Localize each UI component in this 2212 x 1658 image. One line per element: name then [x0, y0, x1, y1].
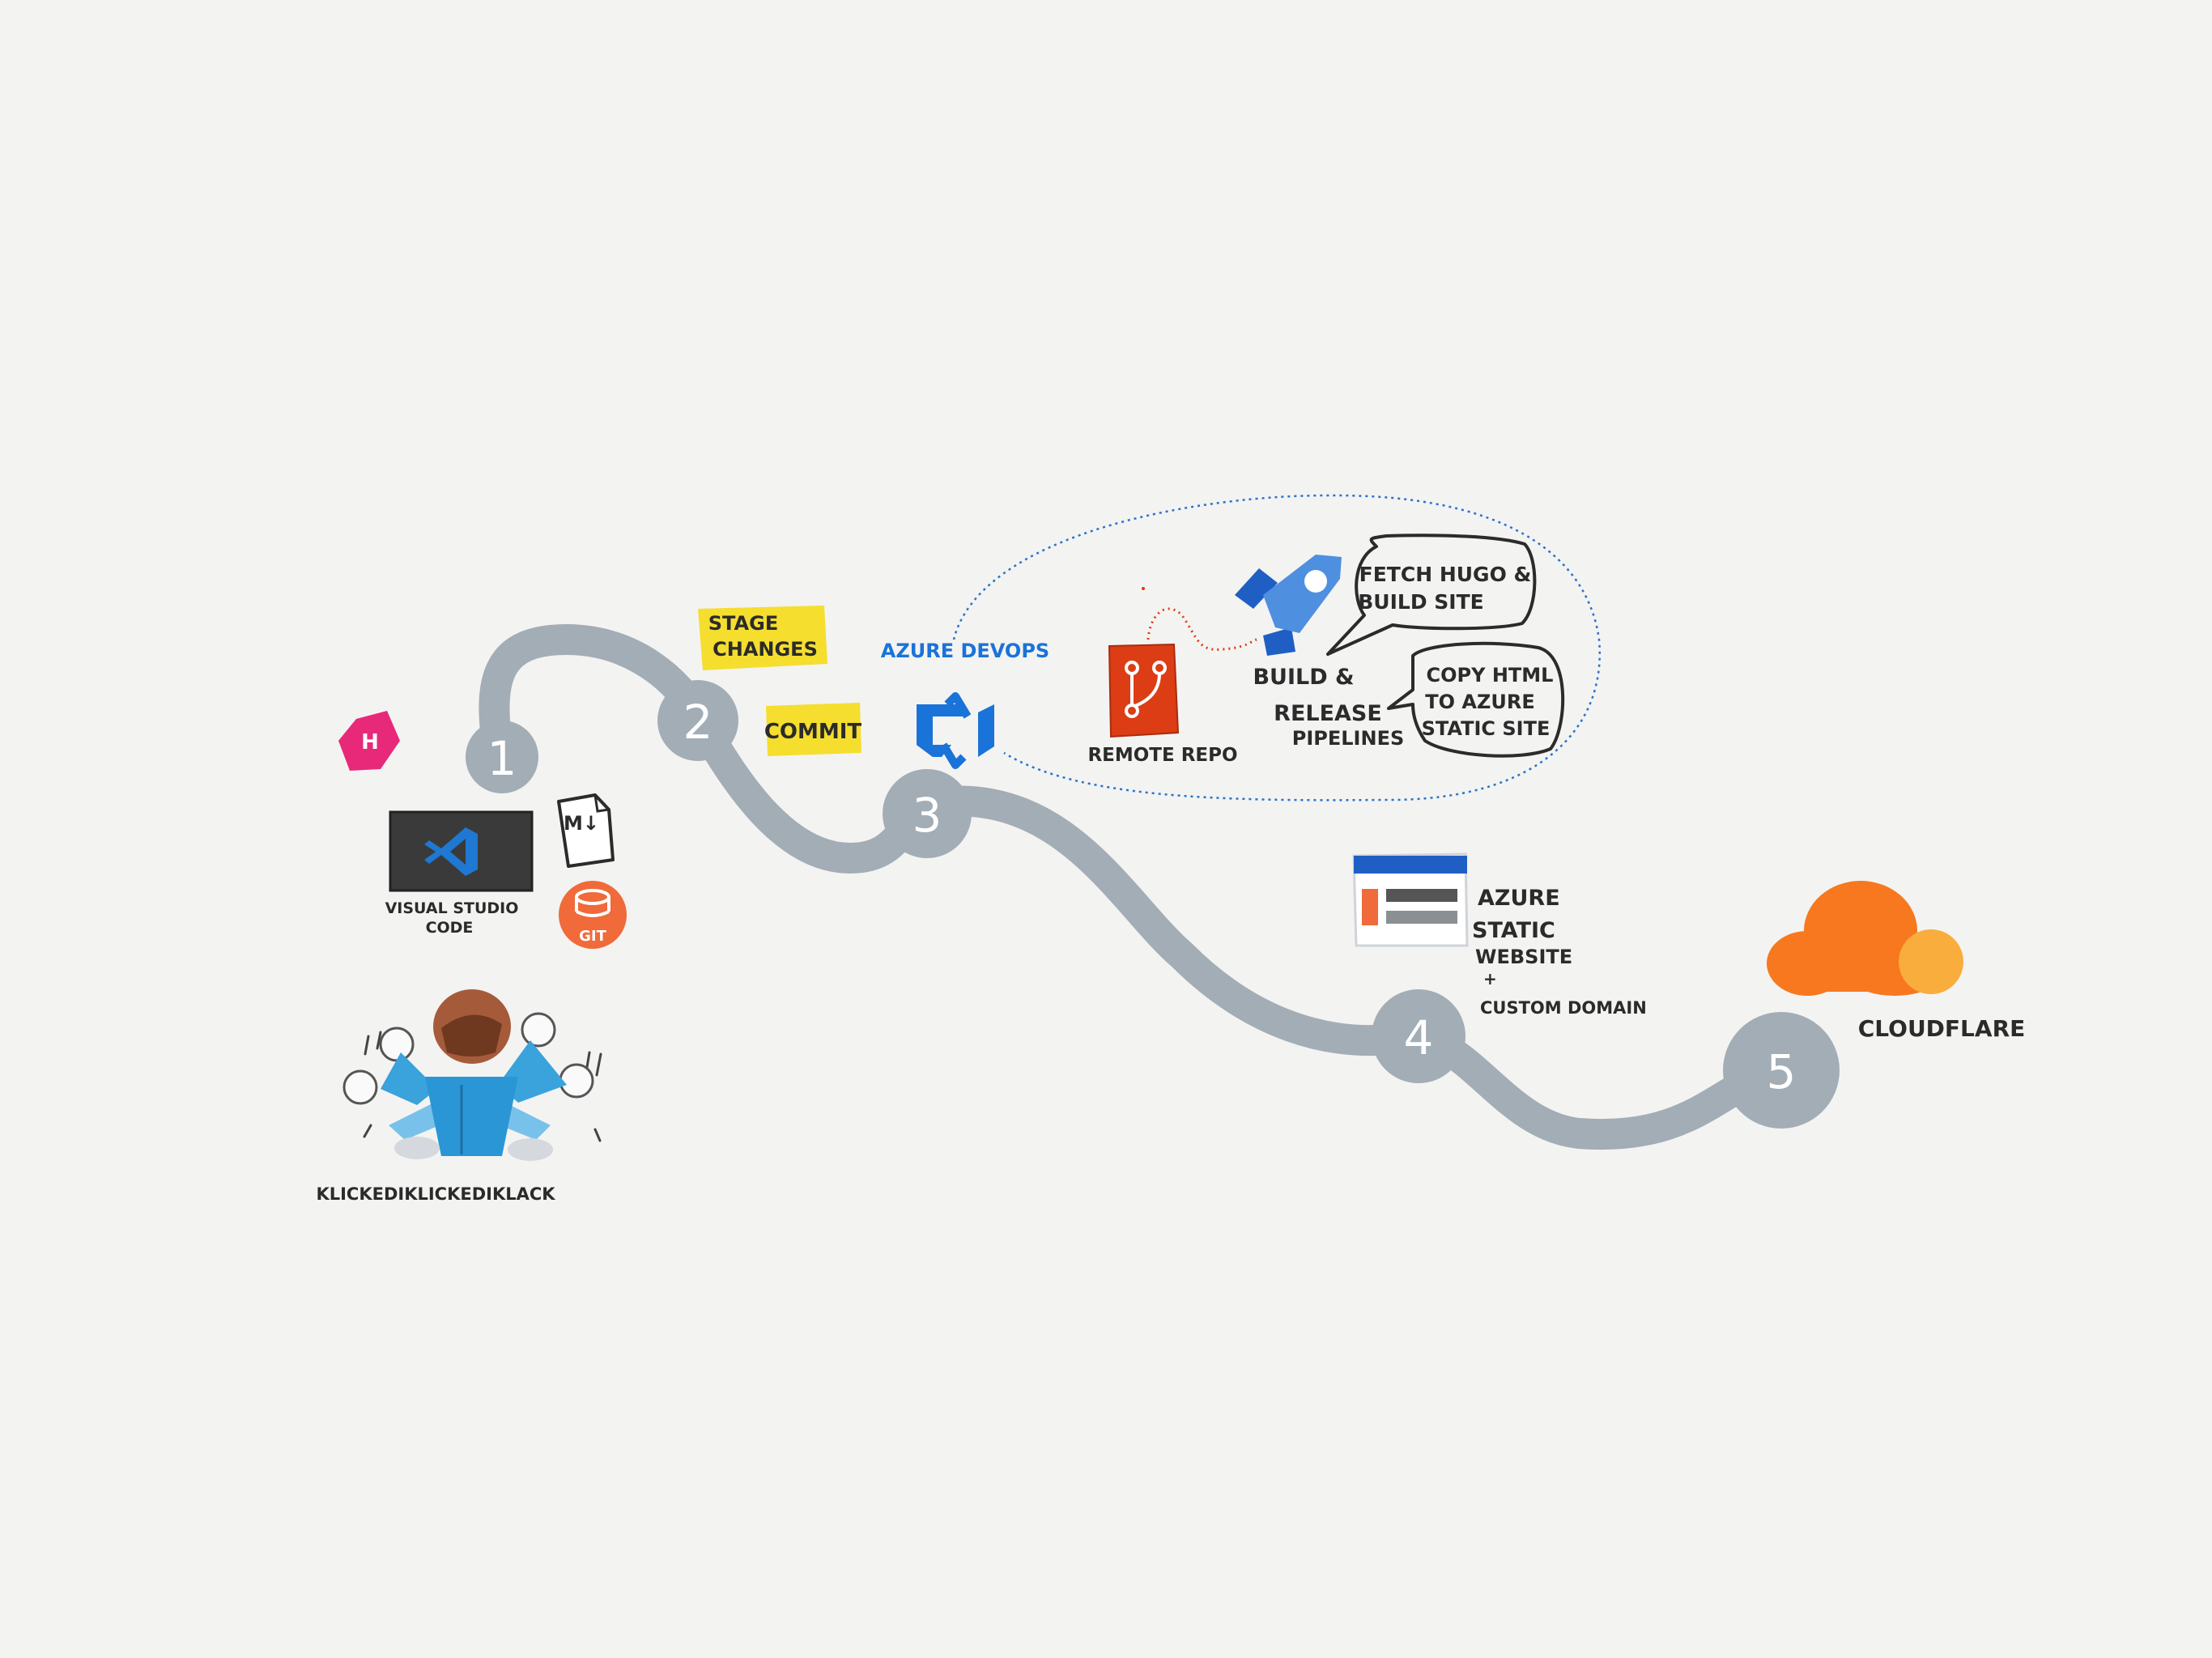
person-label: KLICKEDIKLICKEDIKLACK [316, 1184, 555, 1204]
person-icon [342, 989, 602, 1161]
copy-line3: STATIC SITE [1422, 717, 1551, 740]
pipelines-line1: BUILD & [1253, 665, 1354, 690]
azure-static-line3: WEBSITE [1475, 946, 1572, 968]
vscode-label-line2: CODE [426, 919, 474, 937]
commit-label: COMMIT [764, 720, 862, 744]
git-repo-icon [1108, 643, 1180, 738]
copy-line2: TO AZURE [1425, 691, 1534, 713]
azure-devops-label: AZURE DEVOPS [881, 640, 1049, 662]
journey-road [479, 623, 1776, 1150]
cloudflare-cloud-icon [1767, 881, 1963, 996]
step-3-number: 3 [912, 788, 942, 843]
vscode-label-line1: VISUAL STUDIO [385, 899, 519, 917]
copy-html-bubble: COPY HTML TO AZURE STATIC SITE [1387, 641, 1565, 758]
step-1: 1 [466, 721, 538, 793]
step-4: 4 [1372, 989, 1465, 1083]
static-website-icon [1352, 852, 1469, 947]
azure-static-line2: STATIC [1472, 918, 1555, 943]
fetch-line1: FETCH HUGO & [1359, 563, 1532, 586]
azure-devops-icon [917, 692, 994, 769]
azure-static-line4: + [1483, 969, 1497, 988]
fetch-line2: BUILD SITE [1358, 590, 1483, 614]
pipelines-line3: PIPELINES [1292, 727, 1405, 750]
pipelines-line2: RELEASE [1274, 701, 1382, 726]
hugo-icon: H [338, 711, 400, 771]
devops-dotted-bubble [952, 494, 1602, 801]
markdown-file-icon: M↓ [557, 793, 615, 868]
cloudflare-label: CLOUDFLARE [1858, 1015, 2026, 1042]
remote-repo-label: REMOTE REPO [1087, 745, 1237, 766]
repo-to-pipeline-dotted-link [1146, 607, 1257, 651]
git-icon: GIT [559, 881, 627, 949]
step-1-number: 1 [487, 731, 517, 786]
fetch-hugo-bubble: FETCH HUGO & BUILD SITE [1326, 534, 1537, 656]
markdown-file-label: M↓ [564, 812, 599, 835]
step-5: 5 [1723, 1012, 1840, 1129]
stage-changes-note: STAGE CHANGES [698, 606, 827, 670]
step-5-number: 5 [1767, 1044, 1797, 1099]
step-3: 3 [883, 769, 972, 858]
azure-static-line1: AZURE [1478, 886, 1560, 911]
step-2: 2 [657, 680, 738, 761]
hugo-badge-letter: H [361, 730, 379, 755]
vscode-icon [389, 810, 534, 892]
stage-line1: STAGE [708, 612, 778, 635]
repo-dot [1142, 587, 1145, 590]
git-badge-label: GIT [579, 928, 606, 945]
step-4-number: 4 [1404, 1010, 1434, 1065]
azure-static-line5: CUSTOM DOMAIN [1480, 998, 1647, 1018]
step-2-number: 2 [683, 695, 713, 750]
stage-line2: CHANGES [713, 638, 818, 661]
copy-line1: COPY HTML [1427, 664, 1554, 687]
pipelines-rocket-icon [1235, 555, 1342, 656]
commit-note: COMMIT [764, 703, 862, 756]
